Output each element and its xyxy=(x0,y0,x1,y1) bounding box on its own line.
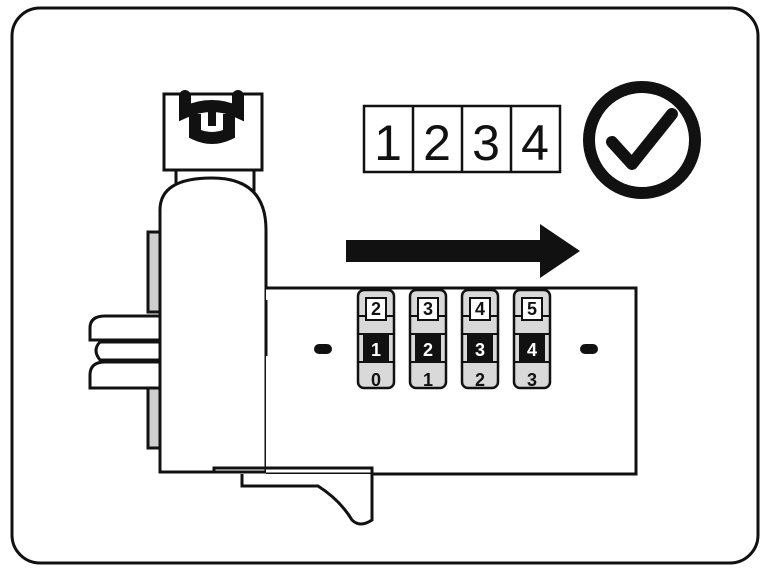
dial-top-digit: 3 xyxy=(423,299,433,319)
dial-bottom-digit: 0 xyxy=(371,370,381,390)
lock-body-horizontal xyxy=(266,286,638,476)
dial-bottom-digit: 1 xyxy=(423,370,433,390)
dial-active-window xyxy=(363,335,389,363)
arrow-right-icon xyxy=(346,224,580,278)
dial-top-digit: 4 xyxy=(475,299,485,319)
dial-bottom-digit: 2 xyxy=(475,370,485,390)
combination-dial-4[interactable]: 5 4 3 xyxy=(512,288,552,390)
padlock-icon xyxy=(179,90,244,144)
dial-bottom-digit: 3 xyxy=(527,370,537,390)
dial-top-digit: 5 xyxy=(527,299,537,319)
dial-top-digit: 2 xyxy=(371,299,381,319)
combination-dial-1[interactable]: 2 1 0 xyxy=(356,288,396,390)
dial-active-digit: 4 xyxy=(527,340,537,360)
dial-active-digit: 3 xyxy=(475,340,485,360)
check-circle-icon xyxy=(583,81,701,199)
slot-marker-left xyxy=(314,344,332,354)
slot-marker-right xyxy=(580,344,598,354)
locking-pins xyxy=(88,314,162,390)
code-digit-1: 1 xyxy=(374,115,402,171)
combination-dial-3[interactable]: 4 3 2 xyxy=(460,288,500,390)
dial-active-digit: 2 xyxy=(423,340,433,360)
code-digit-3: 3 xyxy=(472,115,500,171)
dial-active-window xyxy=(467,335,493,363)
combination-dials: 2 1 0 3 2 1 4 3 2 5 4 3 xyxy=(356,288,552,390)
dial-active-window xyxy=(415,335,441,363)
release-lever[interactable] xyxy=(240,474,374,526)
side-tab-lower xyxy=(146,382,162,450)
code-digit-2: 2 xyxy=(423,115,451,171)
code-digit-4: 4 xyxy=(521,115,549,171)
code-display: 1 2 3 4 xyxy=(362,104,562,174)
side-tab-upper xyxy=(146,230,162,314)
lock-housing-column xyxy=(158,176,268,474)
lock-base-step xyxy=(160,466,374,474)
combination-dial-2[interactable]: 3 2 1 xyxy=(408,288,448,390)
dial-active-digit: 1 xyxy=(371,340,381,360)
dial-active-window xyxy=(519,335,545,363)
